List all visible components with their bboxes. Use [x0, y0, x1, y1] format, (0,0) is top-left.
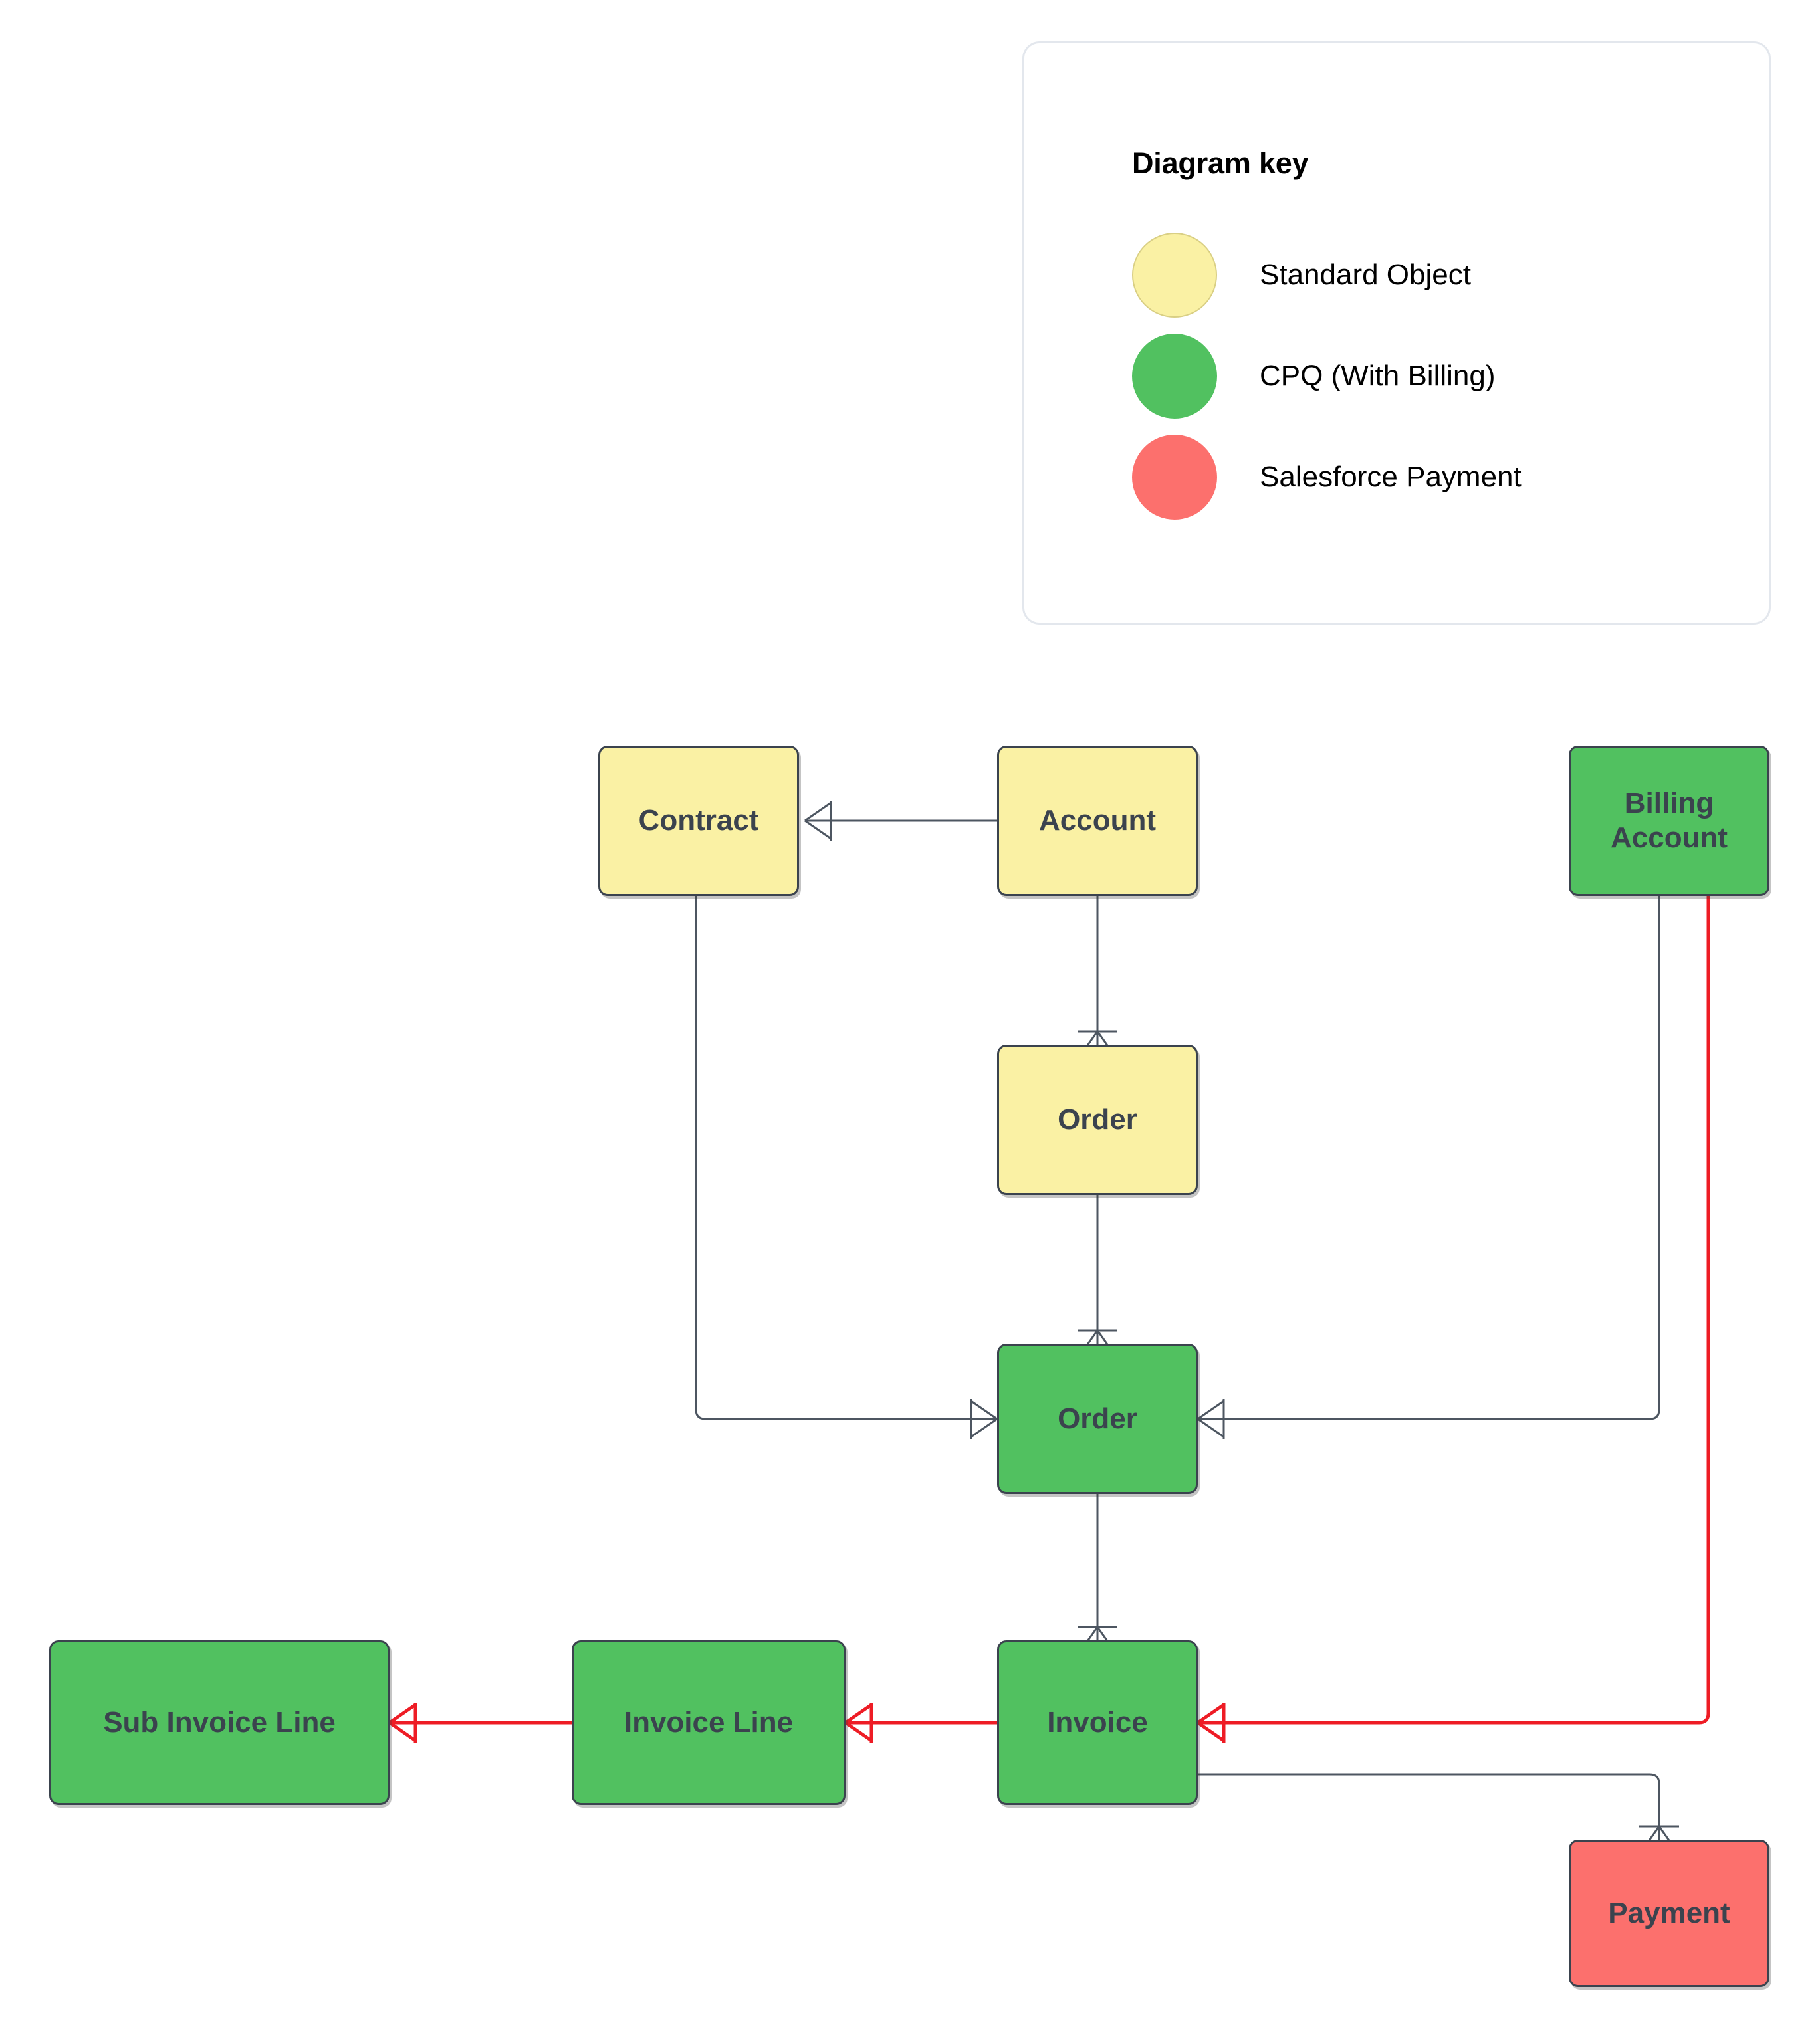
entity-label-invoice: Invoice: [1047, 1706, 1148, 1739]
entity-label-sub-invoice-line: Sub Invoice Line: [103, 1706, 336, 1739]
entity-label-billing-account: Billing Account: [1611, 787, 1728, 854]
legend-label-standard-object: Standard Object: [1260, 259, 1471, 291]
entity-label-order-standard: Order: [1058, 1103, 1137, 1136]
edge-billing-account-invoice: [1224, 896, 1710, 1725]
entity-node-invoice[interactable]: Invoice: [997, 1640, 1198, 1805]
crowsfoot-invoice-line-sub-invoice-line: [388, 1703, 417, 1743]
legend-item-standard-object: Standard Object: [1132, 233, 1471, 318]
entity-node-billing-account[interactable]: Billing Account: [1569, 746, 1769, 896]
entity-label-order-cpq: Order: [1058, 1402, 1137, 1435]
green-circle-swatch: [1132, 334, 1217, 419]
legend-label-salesforce-payment: Salesforce Payment: [1260, 461, 1522, 493]
entity-label-account: Account: [1039, 804, 1156, 837]
entity-node-contract[interactable]: Contract: [598, 746, 799, 896]
legend-label-cpq-with-billing: CPQ (With Billing): [1260, 360, 1496, 392]
crowsfoot-account-contract: [804, 801, 832, 841]
red-circle-swatch: [1132, 435, 1217, 520]
legend-item-salesforce-payment: Salesforce Payment: [1132, 435, 1522, 520]
edge-contract-order-cpq: [695, 896, 971, 1420]
entity-label-invoice-line: Invoice Line: [624, 1706, 794, 1739]
crowsfoot-billing-account-order-cpq: [1197, 1399, 1225, 1439]
entity-node-sub-invoice-line[interactable]: Sub Invoice Line: [49, 1640, 390, 1805]
crowsfoot-invoice-invoice-line: [844, 1703, 873, 1743]
entity-node-account[interactable]: Account: [997, 746, 1198, 896]
yellow-circle-swatch: [1132, 233, 1217, 318]
legend-item-cpq-with-billing: CPQ (With Billing): [1132, 334, 1496, 419]
diagram-key-title: Diagram key: [1132, 146, 1309, 180]
crowsfoot-contract-order-cpq: [970, 1399, 998, 1439]
diagram-key-panel: Diagram key Standard Object CPQ (With Bi…: [1022, 41, 1771, 625]
entity-node-order-cpq[interactable]: Order: [997, 1344, 1198, 1494]
entity-node-invoice-line[interactable]: Invoice Line: [572, 1640, 846, 1805]
edge-billing-account-order-cpq: [1224, 896, 1660, 1420]
entity-node-order-standard[interactable]: Order: [997, 1045, 1198, 1195]
crowsfoot-billing-account-invoice: [1196, 1703, 1226, 1743]
entity-label-payment: Payment: [1608, 1897, 1730, 1930]
edge-invoice-payment: [1198, 1773, 1660, 1826]
entity-label-contract: Contract: [638, 804, 759, 837]
entity-node-payment[interactable]: Payment: [1569, 1840, 1769, 1987]
